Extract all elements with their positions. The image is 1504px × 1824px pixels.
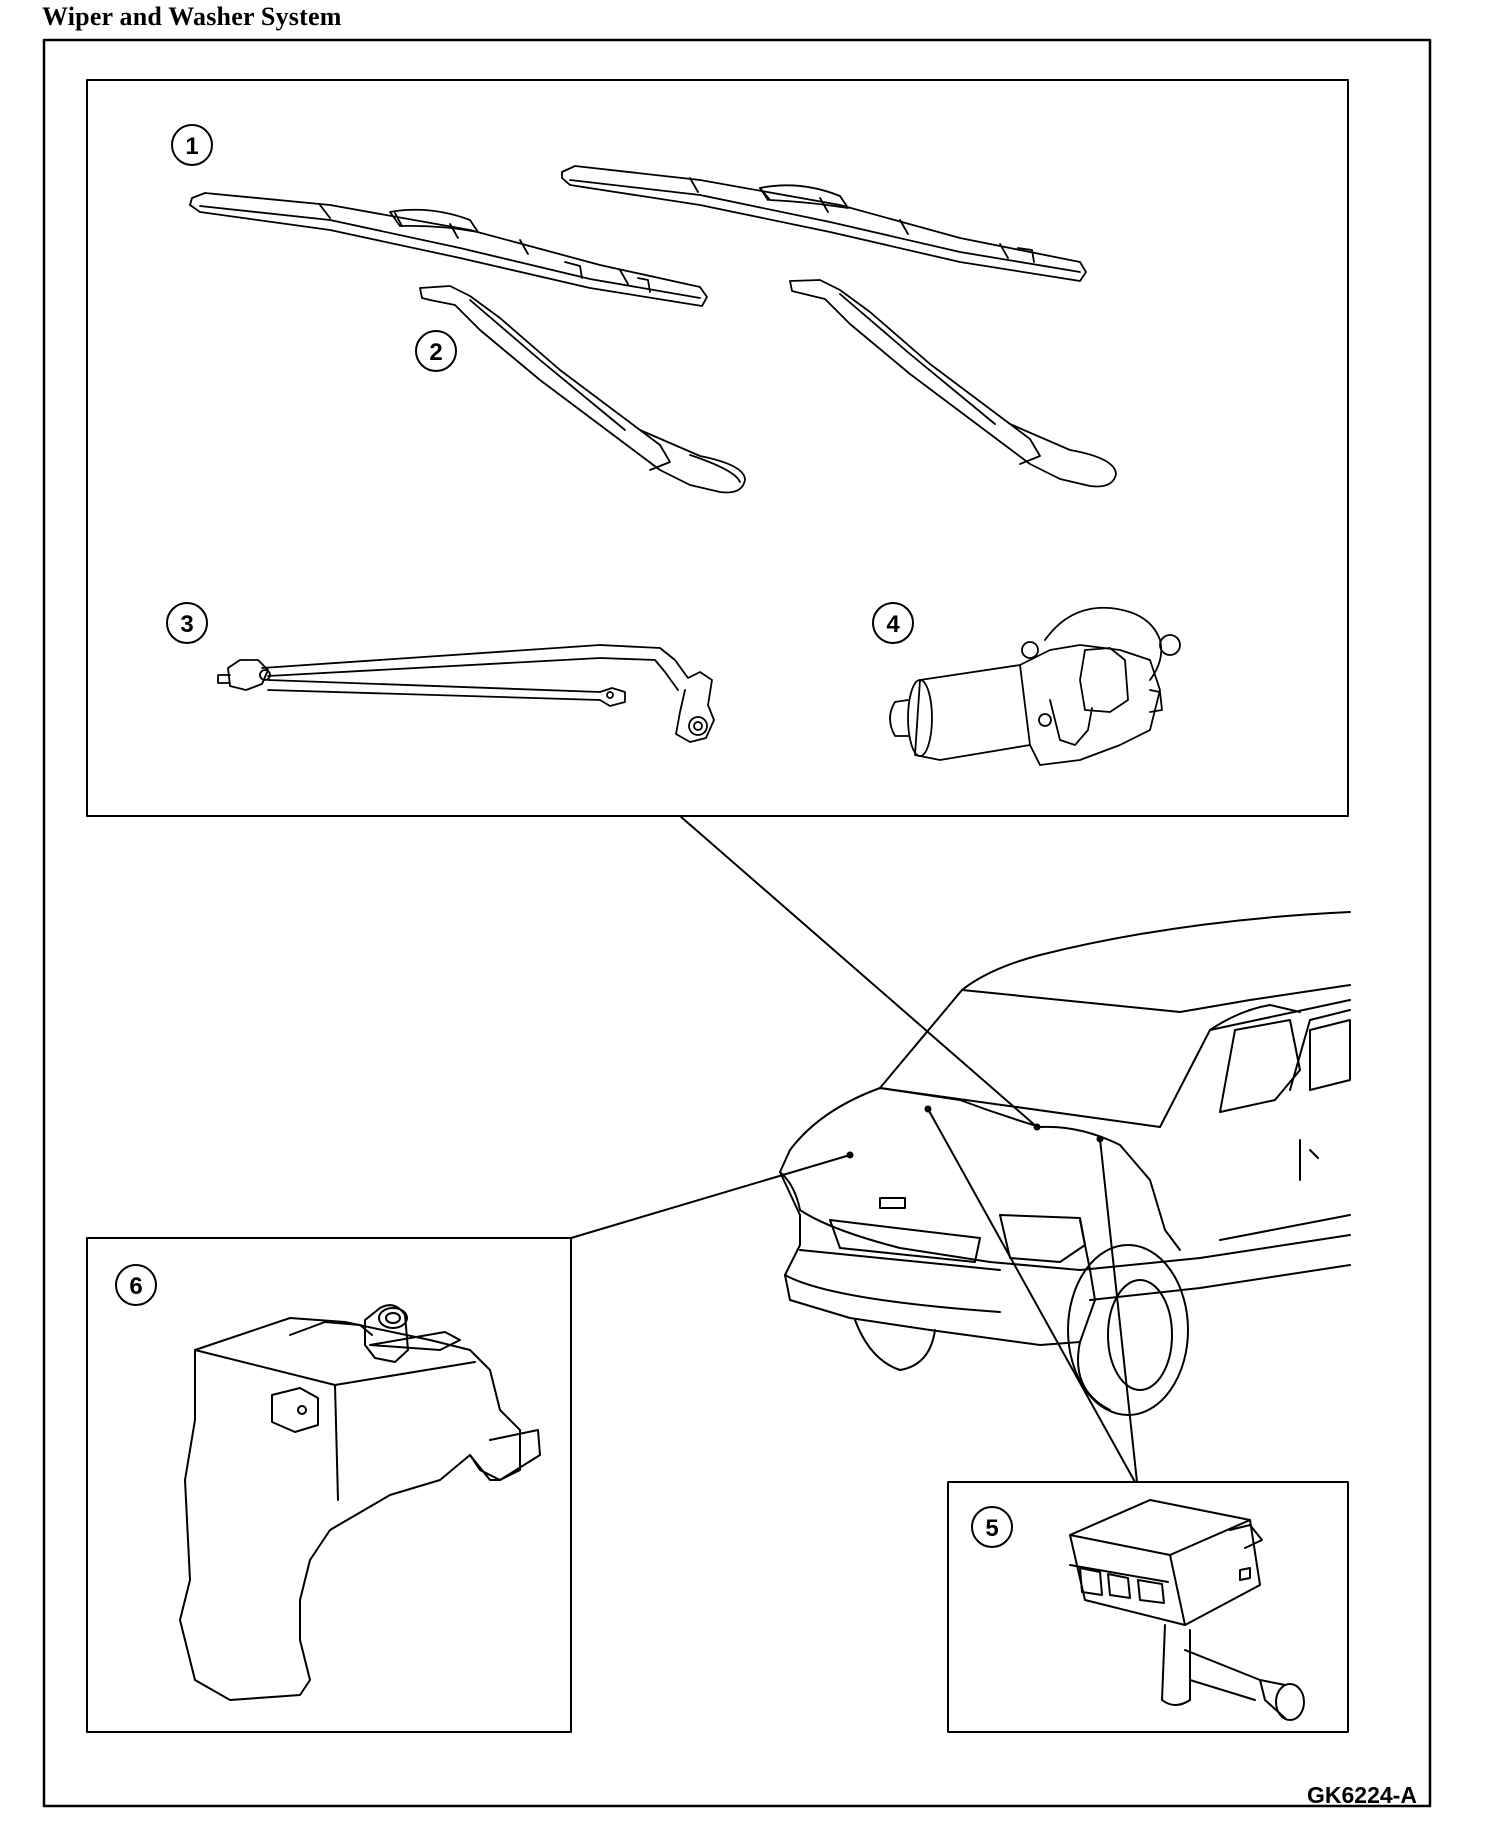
callout-label-6: 6 (129, 1273, 142, 1300)
callout-2: 2 (415, 330, 457, 372)
callout-3: 3 (166, 602, 208, 644)
leader-dot (846, 1151, 854, 1159)
figure-id: GK6224-A (1307, 1782, 1417, 1808)
washer-reservoir-illustration (179, 1304, 541, 1701)
callouts: 1 2 3 4 5 6 (115, 124, 1013, 1548)
page-title: Wiper and Washer System (42, 2, 342, 31)
outer-frame (42, 38, 1432, 1808)
callout-6: 6 (115, 1264, 157, 1306)
callout-label-2: 2 (429, 339, 442, 366)
callout-label-5: 5 (985, 1515, 998, 1542)
callout-label-3: 3 (180, 611, 193, 638)
reservoir-detail-box (86, 1237, 572, 1733)
wiper-blade-illustration (189, 165, 1087, 307)
callout-label-1: 1 (185, 133, 198, 160)
nozzle-detail-box (947, 1481, 1349, 1733)
washer-nozzle-illustration (1069, 1499, 1305, 1721)
callout-5: 5 (971, 1506, 1013, 1548)
leader-lines (570, 815, 1138, 1483)
callout-4: 4 (872, 602, 914, 644)
wiper-motor-illustration (889, 606, 1181, 766)
vehicle-illustration (779, 911, 1351, 1416)
callout-label-4: 4 (886, 611, 900, 638)
top-detail-box (86, 79, 1349, 817)
leader-dot (924, 1105, 932, 1113)
wiper-linkage-illustration (217, 644, 715, 743)
wiper-arm-illustration (419, 279, 1117, 494)
callout-1: 1 (171, 124, 213, 166)
